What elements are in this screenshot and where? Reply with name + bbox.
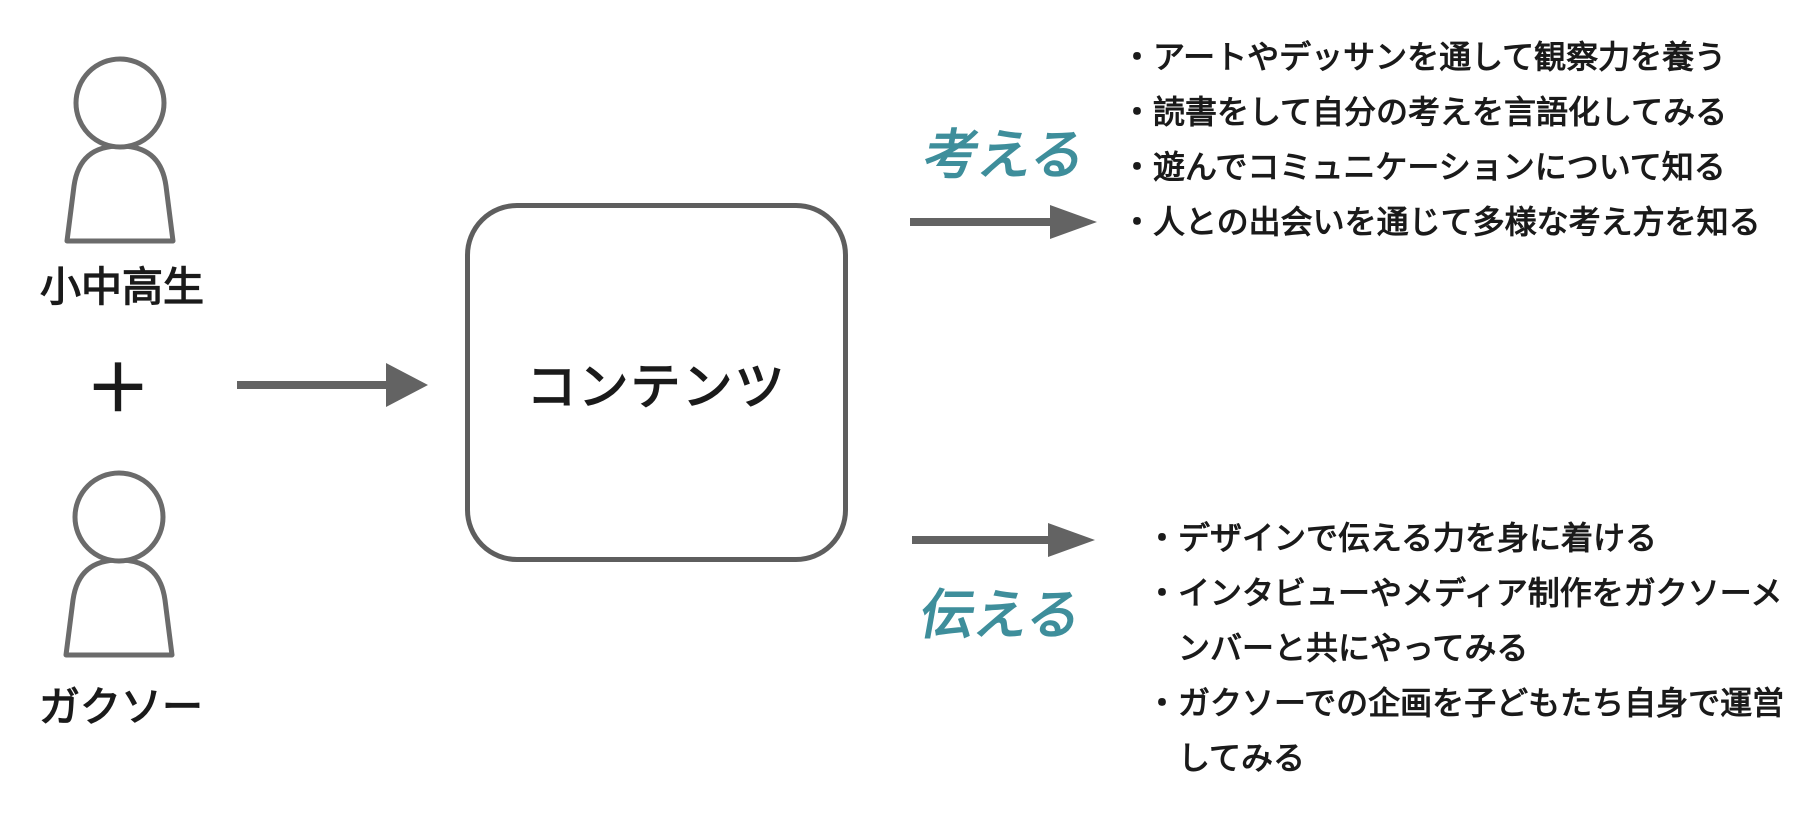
plus-sign: ＋ <box>86 353 150 425</box>
convey-label: 伝える <box>915 585 1087 646</box>
convey-arrow <box>912 523 1095 557</box>
list-item: ・インタビューやメディア制作をガクソーメ <box>1146 575 1783 611</box>
content-box-label: コンテンツ <box>526 358 787 415</box>
list-item: ・デザインで伝える力を身に着ける <box>1146 520 1658 556</box>
list-item: ・読書をして自分の考えを言語化してみる <box>1121 94 1728 130</box>
list-item-continuation: してみる <box>1178 740 1306 776</box>
student-label: 小中高生 <box>40 264 204 310</box>
person-icon-student <box>67 59 173 241</box>
list-item: ・ガクソーでの企画を子どもたち自身で運営 <box>1146 685 1785 721</box>
list-item-continuation: ンバーと共にやってみる <box>1178 630 1529 666</box>
list-item: ・アートやデッサンを通して観察力を養う <box>1121 39 1727 75</box>
list-item: ・人との出会いを通じて多様な考え方を知る <box>1121 204 1761 240</box>
person-icon-gakuso <box>66 473 172 655</box>
think-arrow <box>910 205 1097 239</box>
content-box: コンテンツ <box>465 203 848 562</box>
input-arrow <box>237 363 428 407</box>
gakuso-label: ガクソー <box>39 684 203 730</box>
think-label: 考える <box>919 125 1091 186</box>
think-list: ・アートやデッサンを通して観察力を養う ・読書をして自分の考えを言語化してみる … <box>1121 30 1798 250</box>
convey-list: ・デザインで伝える力を身に着ける ・インタビューやメディア制作をガクソーメ ンバ… <box>1146 511 1798 786</box>
list-item: ・遊んでコミュニケーションについて知る <box>1121 149 1726 185</box>
